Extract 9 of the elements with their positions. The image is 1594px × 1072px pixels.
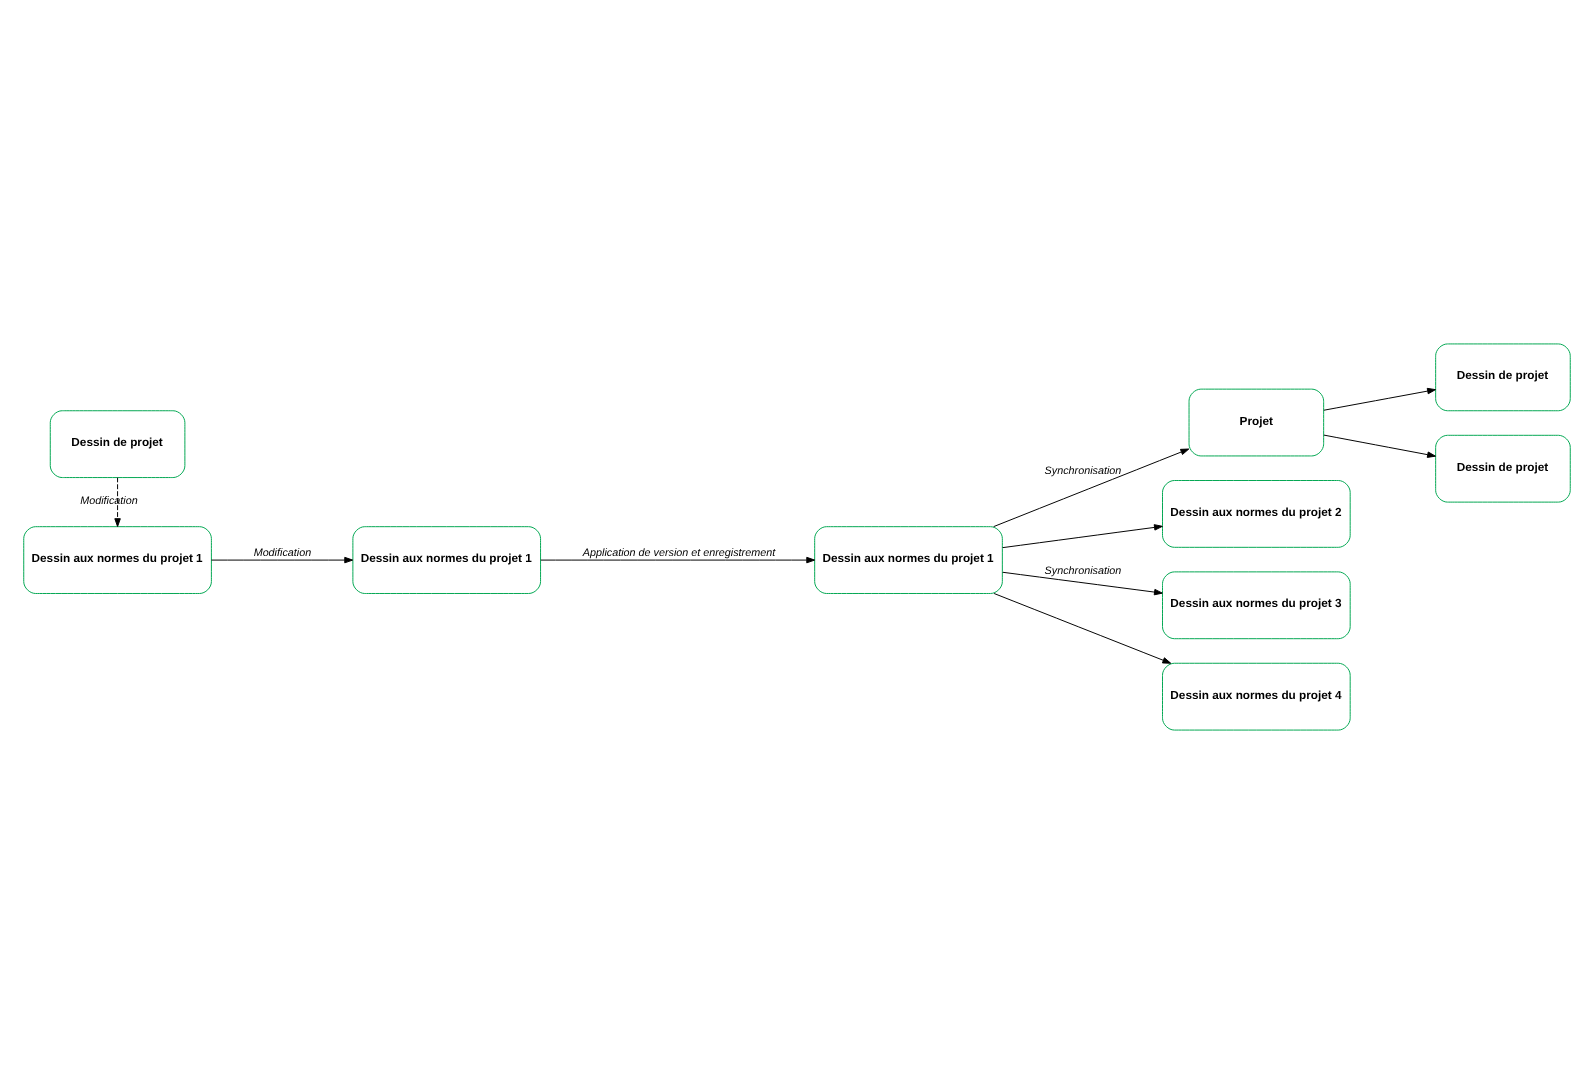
arrow bbox=[540, 555, 816, 563]
arrow bbox=[114, 476, 121, 527]
arrow bbox=[993, 592, 1172, 663]
arrow bbox=[210, 555, 354, 563]
arrow bbox=[993, 447, 1190, 527]
arrow bbox=[1002, 523, 1163, 548]
arrow bbox=[1002, 570, 1163, 595]
arrow bbox=[1323, 433, 1436, 457]
arrow bbox=[1323, 386, 1436, 410]
